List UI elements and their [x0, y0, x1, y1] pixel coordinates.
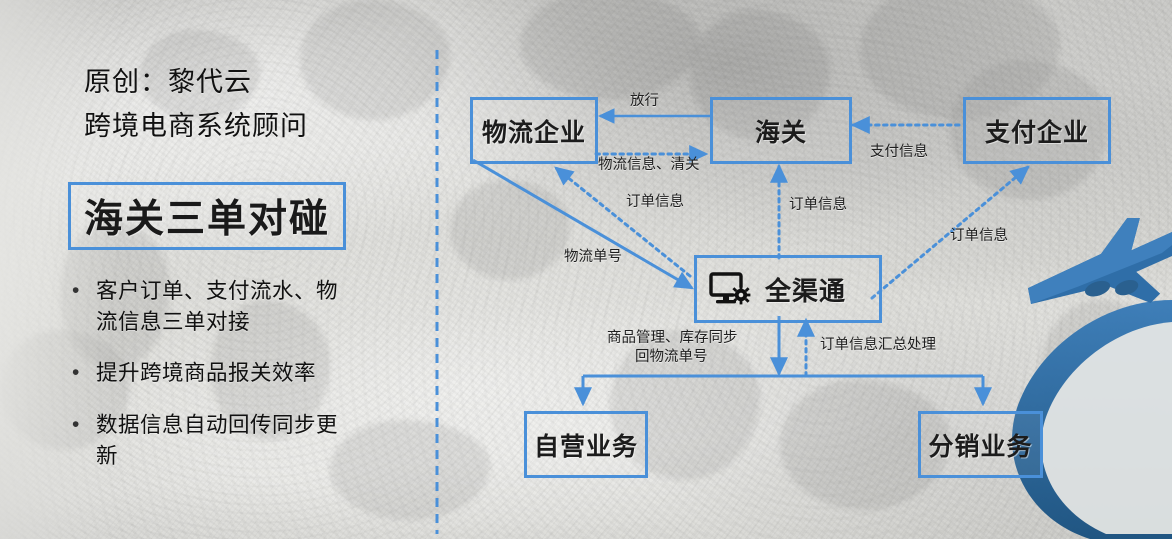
node-label: 海关 — [754, 118, 807, 147]
section-title-box: 海关三单对碰 — [68, 182, 346, 250]
edge-label-order-info-payment: 订单信息 — [950, 228, 1008, 244]
bullet-marker-icon: • — [72, 279, 80, 302]
list-item: • 客户订单、支付流水、物流信息三单对接 — [72, 276, 372, 338]
node-logistics-enterprise[interactable]: 物流企业 — [470, 97, 598, 164]
node-distribution-business[interactable]: 分销业务 — [918, 411, 1043, 478]
background-left-fade — [0, 0, 120, 539]
node-payment-enterprise[interactable]: 支付企业 — [963, 97, 1111, 164]
node-label: 自营业务 — [533, 432, 638, 461]
edge-label-logistics-customs: 物流信息、清关 — [598, 157, 700, 173]
edge-label-order-summary: 订单信息汇总处理 — [820, 337, 936, 353]
node-self-operated-business[interactable]: 自营业务 — [524, 411, 648, 478]
edge-label-goods-stock-line1: 商品管理、库存同步 — [607, 330, 738, 346]
bullet-list: • 客户订单、支付流水、物流信息三单对接 • 提升跨境商品报关效率 • 数据信息… — [72, 276, 372, 492]
list-item: • 提升跨境商品报关效率 — [72, 358, 372, 389]
monitor-gear-icon — [709, 272, 751, 305]
edge-label-release: 放行 — [630, 93, 659, 109]
node-label: 全渠通 — [765, 275, 847, 306]
edge-label-waybill-number: 物流单号 — [564, 249, 622, 265]
edge-label-order-info-logistics: 订单信息 — [626, 194, 684, 210]
node-label: 分销业务 — [928, 432, 1033, 461]
byline-author: 原创：黎代云 — [84, 67, 252, 97]
bullet-text: 客户订单、支付流水、物流信息三单对接 — [96, 279, 339, 335]
bullet-text: 数据信息自动回传同步更新 — [96, 412, 339, 468]
bullet-marker-icon: • — [72, 412, 80, 436]
page-title: 海关三单对碰 — [83, 198, 330, 241]
list-item: • 数据信息自动回传同步更新 — [72, 410, 372, 472]
edge-label-goods-stock-line2: 回物流单号 — [635, 349, 708, 365]
bullet-marker-icon: • — [72, 361, 80, 385]
node-label: 物流企业 — [481, 118, 586, 147]
node-label: 支付企业 — [984, 118, 1089, 147]
edge-label-payment-info: 支付信息 — [870, 144, 928, 160]
edge-label-order-info-customs: 订单信息 — [789, 197, 847, 213]
bullet-text: 提升跨境商品报关效率 — [96, 361, 317, 386]
node-customs[interactable]: 海关 — [710, 97, 852, 164]
byline-role: 跨境电商系统顾问 — [84, 111, 308, 141]
node-omnichannel-hub[interactable]: 全渠通 — [694, 255, 882, 323]
